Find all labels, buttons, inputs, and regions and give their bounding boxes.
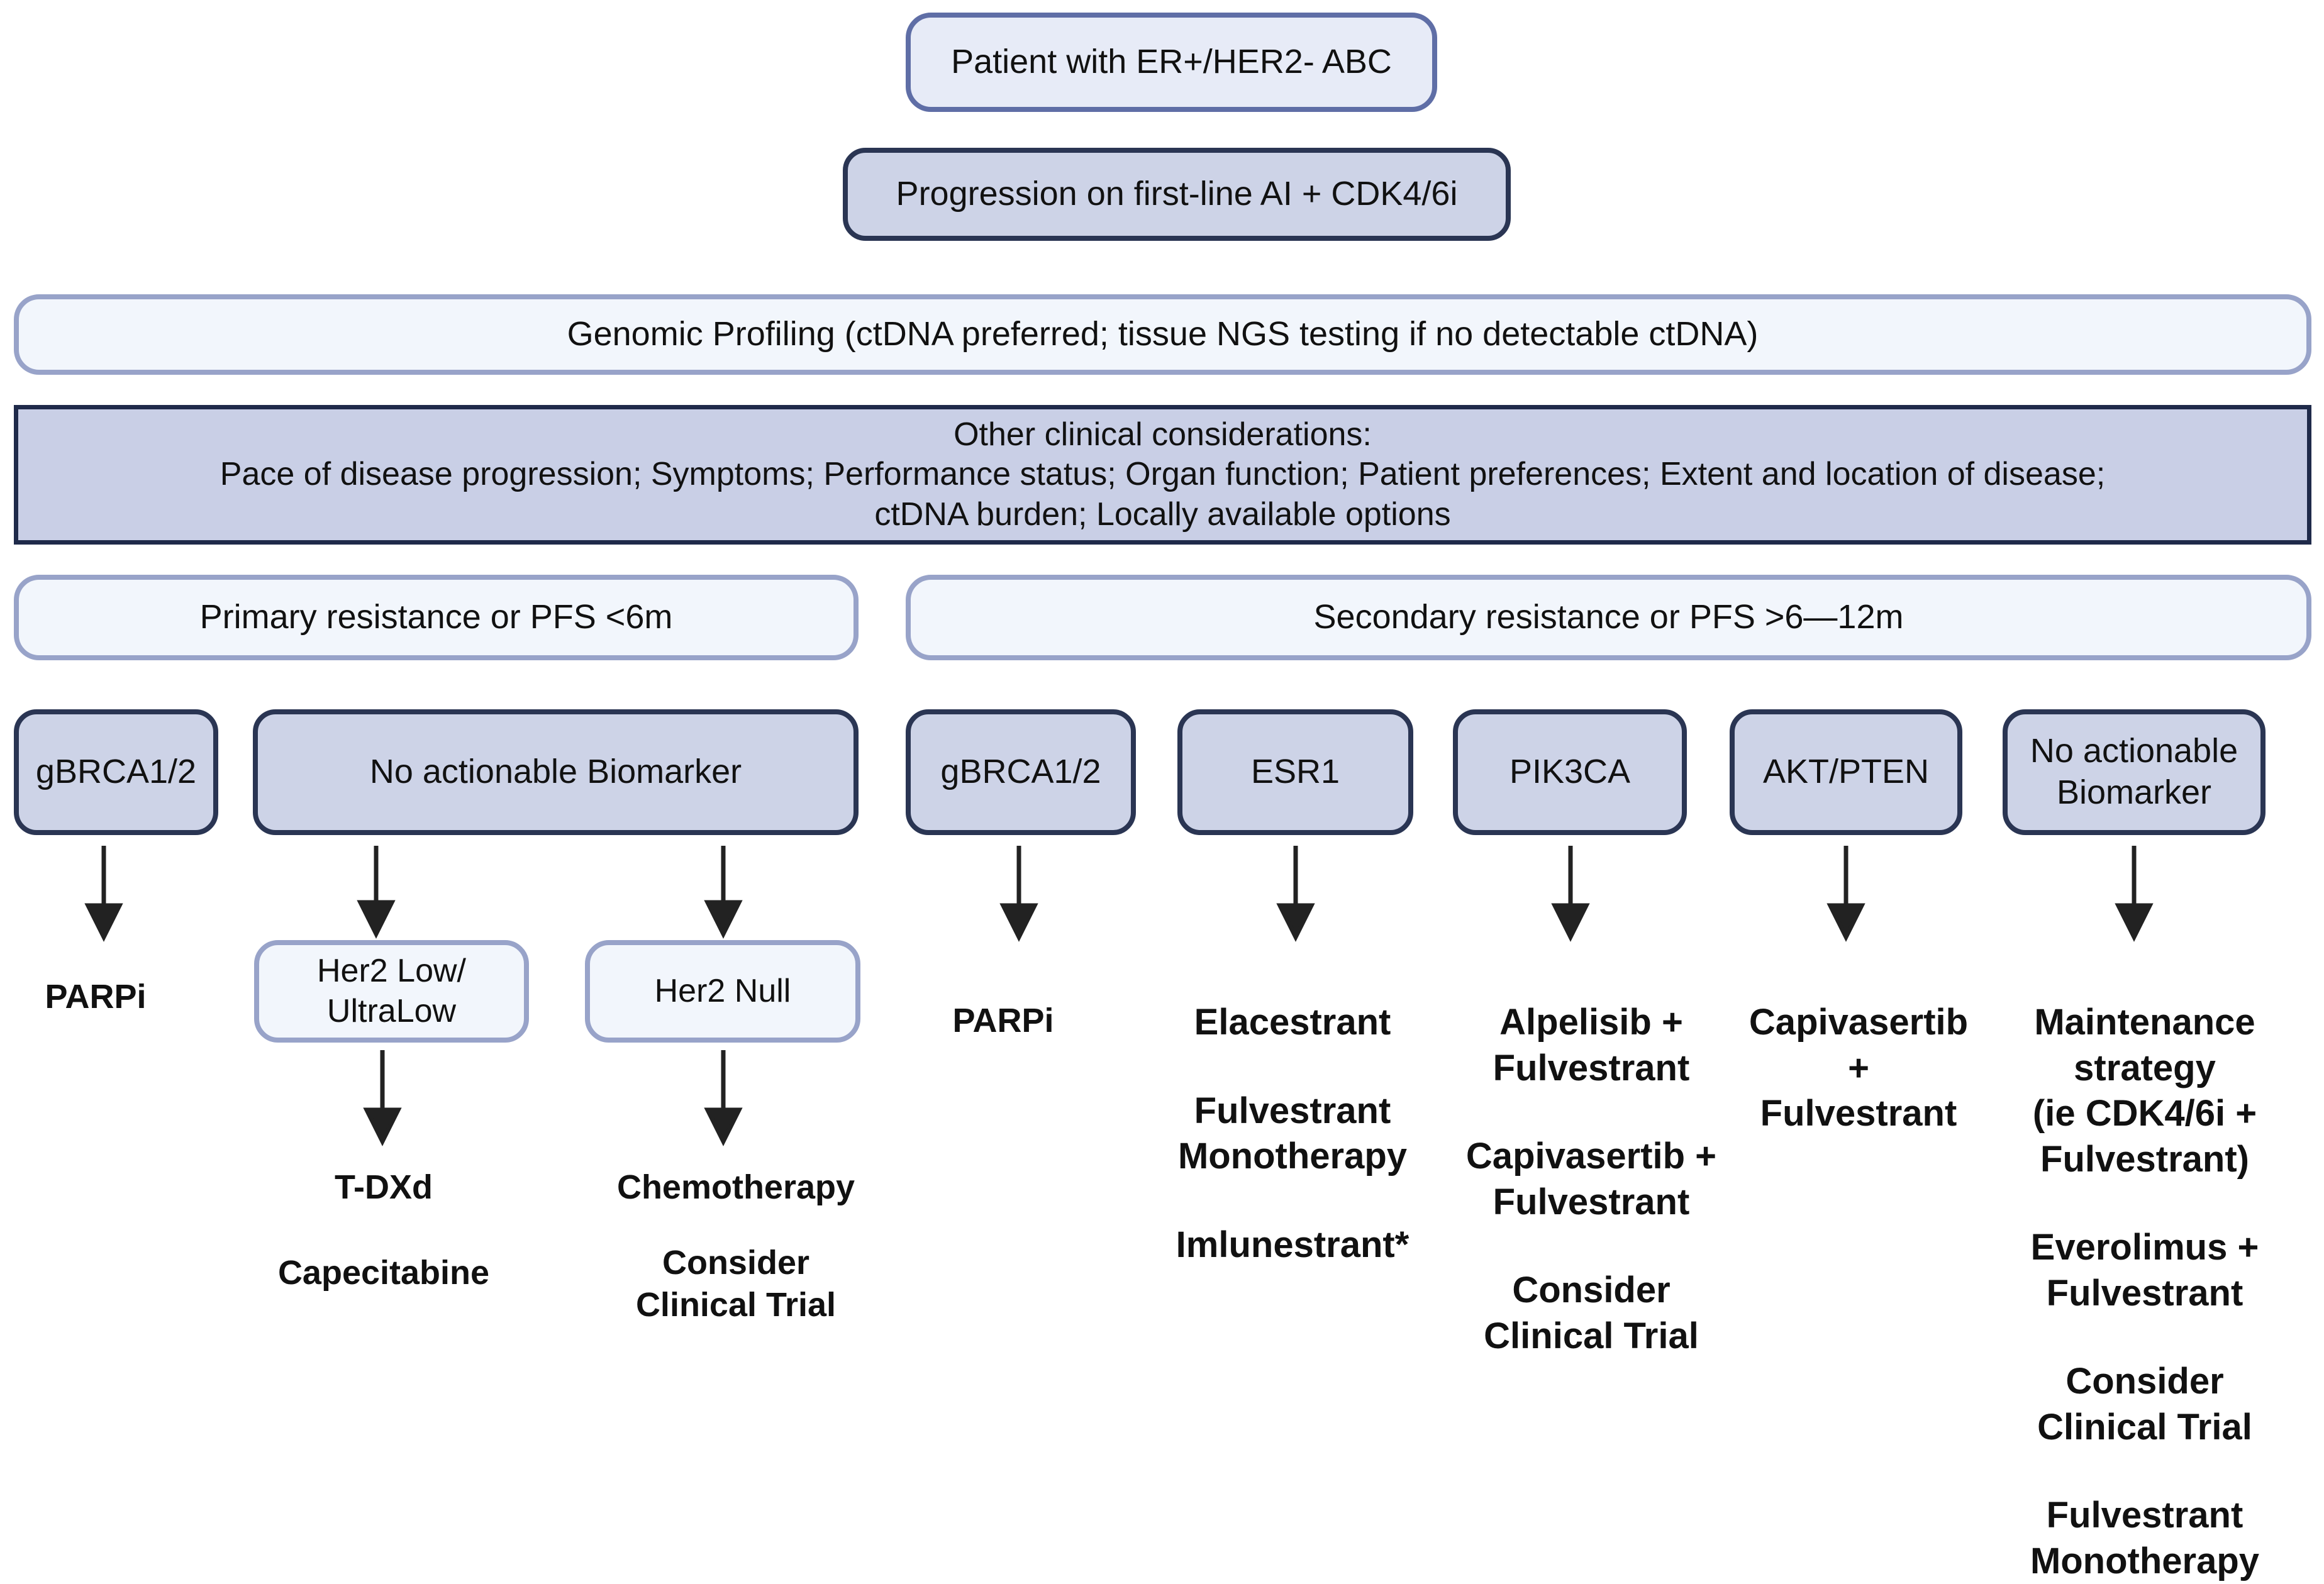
- esr1-box: ESR1: [1177, 709, 1413, 835]
- arrow-her2-null-treatments: [704, 1050, 743, 1146]
- patient-label: Patient with ER+/HER2- ABC: [951, 43, 1392, 81]
- arrow-to-her2-low: [357, 846, 396, 939]
- arrow-gbrca-secondary: [999, 846, 1038, 942]
- primary-no-biomarker-label: No actionable Biomarker: [369, 753, 742, 791]
- treatment-item: Capecitabine: [277, 1253, 490, 1292]
- arrow-gbrca-primary: [84, 846, 123, 942]
- treatment-item: Consider Clinical Trial: [2037, 1361, 2252, 1448]
- considerations-line-1: Pace of disease progression; Symptoms; P…: [220, 456, 2106, 493]
- treatment-item: Capivasertib + Fulvestrant: [1465, 1136, 1717, 1222]
- akt-pten-box: AKT/PTEN: [1730, 709, 1962, 835]
- her2-low-label: Her2 Low/ UltraLow: [317, 953, 466, 1029]
- arrow-to-her2-null: [704, 846, 743, 939]
- genomic-profiling-label: Genomic Profiling (ctDNA preferred; tiss…: [567, 315, 1759, 353]
- treatment-item: Consider Clinical Trial: [1484, 1270, 1699, 1356]
- arrow-her2-low-treatments: [363, 1050, 402, 1146]
- treatment-item: Everolimus + Fulvestrant: [2030, 1227, 2259, 1314]
- treatment-item: Consider Clinical Trial: [635, 1243, 837, 1324]
- primary-gbrca-label: gBRCA1/2: [35, 753, 197, 791]
- genomic-profiling-box: Genomic Profiling (ctDNA preferred; tiss…: [14, 294, 2311, 375]
- arrow-no-biomarker-secondary: [2115, 846, 2154, 942]
- treatment-item: Maintenance strategy (ie CDK4/6i + Fulve…: [2032, 1002, 2257, 1180]
- considerations-line-2: ctDNA burden; Locally available options: [874, 496, 1451, 533]
- secondary-gbrca-treatments: PARPi: [912, 1000, 1094, 1043]
- secondary-no-biomarker-treatments: Maintenance strategy (ie CDK4/6i + Fulve…: [2000, 1000, 2289, 1584]
- treatment-item: Elacestrant: [1194, 1002, 1391, 1043]
- treatment-item: Alpelisib + Fulvestrant: [1493, 1002, 1690, 1088]
- akt-pten-label: AKT/PTEN: [1762, 753, 1930, 791]
- treatment-item: PARPi: [952, 1002, 1054, 1039]
- progression-label: Progression on first-line AI + CDK4/6i: [896, 175, 1458, 213]
- secondary-no-biomarker-label: No actionable Biomarker: [2030, 732, 2238, 811]
- secondary-resistance-box: Secondary resistance or PFS >6—12m: [906, 575, 2311, 660]
- her2-null-treatments: Chemotherapy Consider Clinical Trial: [591, 1166, 881, 1327]
- clinical-considerations-box: Other clinical considerations: Pace of d…: [14, 405, 2311, 545]
- esr1-treatments: Elacestrant Fulvestrant Monotherapy Imlu…: [1145, 1000, 1440, 1268]
- akt-pten-treatments: Capivasertib + Fulvestrant: [1736, 1000, 1981, 1137]
- treatment-item: Fulvestrant Monotherapy: [1177, 1090, 1408, 1177]
- primary-no-biomarker-box: No actionable Biomarker: [253, 709, 859, 835]
- esr1-label: ESR1: [1250, 753, 1340, 791]
- treatment-item: Fulvestrant Monotherapy: [2030, 1495, 2260, 1581]
- primary-gbrca-treatments: PARPi: [14, 976, 177, 1019]
- considerations-heading: Other clinical considerations:: [954, 416, 1372, 453]
- treatment-item: T-DXd: [335, 1168, 433, 1206]
- treatment-item: Chemotherapy: [616, 1168, 855, 1206]
- secondary-resistance-label: Secondary resistance or PFS >6—12m: [1313, 598, 1904, 636]
- her2-low-treatments: T-DXd Capecitabine: [252, 1166, 516, 1294]
- primary-resistance-label: Primary resistance or PFS <6m: [199, 598, 673, 636]
- primary-resistance-box: Primary resistance or PFS <6m: [14, 575, 859, 660]
- treatment-item: Capivasertib + Fulvestrant: [1749, 1002, 1969, 1134]
- arrow-akt-pten: [1826, 846, 1865, 942]
- arrow-esr1: [1276, 846, 1315, 942]
- treatment-item: PARPi: [45, 978, 147, 1016]
- pik3ca-treatments: Alpelisib + Fulvestrant Capivasertib + F…: [1440, 1000, 1742, 1359]
- her2-null-box: Her2 Null: [585, 940, 860, 1043]
- secondary-no-biomarker-box: No actionable Biomarker: [2003, 709, 2266, 835]
- pik3ca-box: PIK3CA: [1453, 709, 1687, 835]
- her2-null-label: Her2 Null: [654, 972, 791, 1009]
- arrow-pik3ca: [1551, 846, 1590, 942]
- her2-low-box: Her2 Low/ UltraLow: [254, 940, 529, 1043]
- primary-gbrca-box: gBRCA1/2: [14, 709, 218, 835]
- treatment-item: Imlunestrant*: [1176, 1224, 1409, 1265]
- pik3ca-label: PIK3CA: [1509, 753, 1631, 791]
- patient-box: Patient with ER+/HER2- ABC: [906, 13, 1437, 112]
- secondary-gbrca-label: gBRCA1/2: [940, 753, 1101, 791]
- secondary-gbrca-box: gBRCA1/2: [906, 709, 1136, 835]
- progression-box: Progression on first-line AI + CDK4/6i: [843, 148, 1511, 241]
